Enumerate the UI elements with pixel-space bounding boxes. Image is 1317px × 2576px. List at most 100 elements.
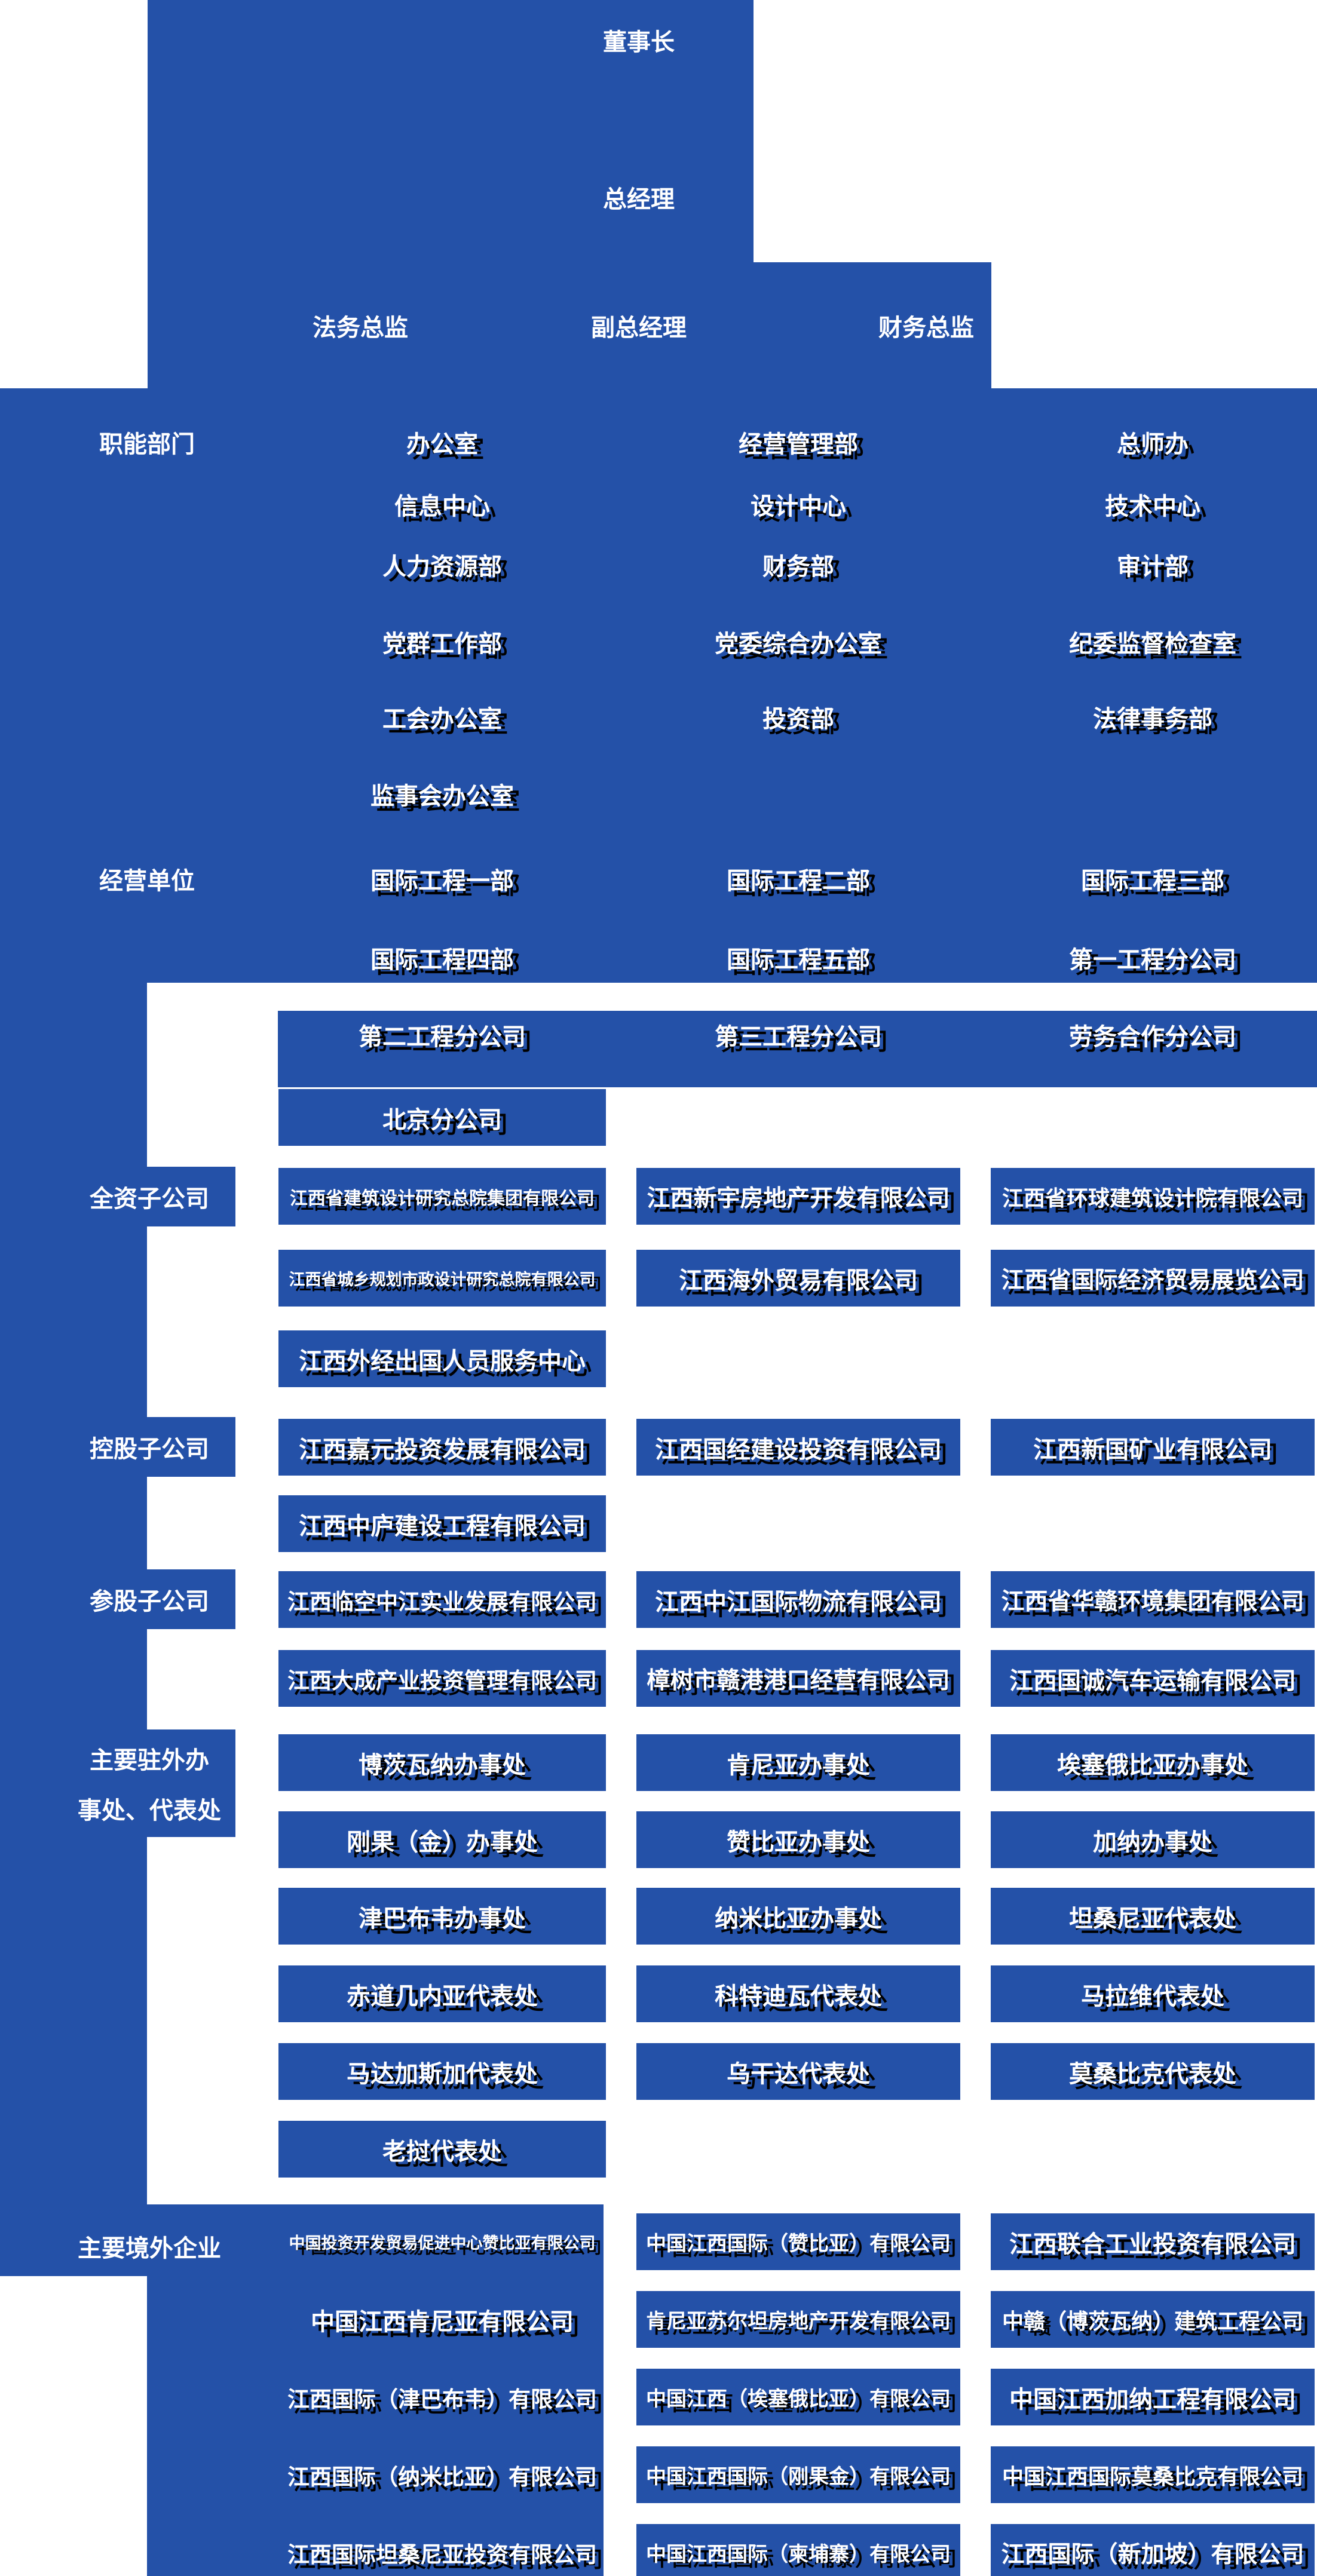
org-box (991, 2446, 1315, 2503)
org-box-label: 法律事务部 (1093, 706, 1212, 732)
org-box-label: 中国江西肯尼亚有限公司 (311, 2308, 574, 2335)
org-box-label: 国际工程三部 (1081, 868, 1224, 894)
org-box (991, 1734, 1315, 1791)
org-box (278, 1419, 606, 1476)
org-box-label: 中国江西（埃塞俄比亚）有限公司 (646, 2388, 951, 2411)
org-box-label: 莫桑比克代表处 (1069, 2060, 1236, 2087)
org-box (991, 2369, 1315, 2425)
org-box-label: 第二工程分公司 (359, 1024, 526, 1050)
section-label-business-units: 经营单位 (0, 825, 296, 933)
org-box (278, 1734, 606, 1791)
org-box-label: 江西临空中江实业发展有限公司 (287, 1589, 597, 1614)
org-box-label: 第一工程分公司 (1069, 947, 1236, 973)
section-label-line: 职能部门 (99, 431, 195, 458)
section-label-line: 主要境外企业 (78, 2235, 221, 2262)
section-label-block (0, 1569, 235, 1629)
org-box-label: 肯尼亚办事处 (727, 1752, 870, 1778)
org-box (991, 2043, 1315, 2100)
org-box (636, 1571, 960, 1628)
org-box-label: 刚果（金）办事处 (347, 1829, 538, 1856)
org-box-label: 江西国际（津巴布韦）有限公司 (287, 2387, 597, 2412)
org-box-label: 埃塞俄比亚办事处 (1057, 1752, 1248, 1778)
org-box (636, 1965, 960, 2022)
org-box (636, 2524, 960, 2576)
org-box-label: 审计部 (1117, 554, 1189, 580)
org-box (991, 2291, 1315, 2348)
org-box-label: 江西省城乡规划市政设计研究总院有限公司 (289, 1271, 596, 1289)
org-box-label: 坦桑尼亚代表处 (1069, 1905, 1236, 1932)
org-box-label: 纳米比亚办事处 (715, 1905, 882, 1932)
section-label-functional-departments: 职能部门 (0, 388, 296, 496)
org-box (991, 1419, 1315, 1476)
org-box-label: 国际工程一部 (370, 868, 514, 894)
section-label-overseas-offices: 主要驻外办事处、代表处 (0, 1729, 299, 1837)
org-box-label: 国际工程二部 (727, 868, 870, 894)
finance-director-label: 财务总监 (878, 315, 974, 341)
section-label-block (0, 2216, 235, 2276)
org-box (278, 1650, 606, 1707)
org-box (636, 1419, 960, 1476)
org-box (636, 1168, 960, 1225)
org-box (991, 1650, 1315, 1707)
org-box (278, 1571, 606, 1628)
org-box-label: 信息中心 (394, 493, 490, 520)
functional-band (0, 388, 1317, 983)
org-box-label: 设计中心 (751, 493, 846, 520)
org-box-label: 江西联合工业投资有限公司 (1009, 2231, 1296, 2258)
org-box (636, 1734, 960, 1791)
section-label-line: 经营单位 (99, 868, 195, 894)
org-box (636, 1811, 960, 1868)
org-box-label: 纪委监督检查室 (1069, 631, 1236, 657)
org-box-label: 江西国经建设投资有限公司 (655, 1436, 942, 1463)
org-box-label: 国际工程四部 (370, 947, 514, 973)
org-box-label: 江西国际（纳米比亚）有限公司 (287, 2464, 597, 2489)
org-box (991, 2524, 1315, 2576)
org-box (278, 1168, 606, 1225)
org-box-label: 中国江西加纳工程有限公司 (1009, 2386, 1296, 2413)
org-box (278, 1250, 606, 1307)
org-box-label: 财务部 (762, 554, 834, 580)
org-box-label: 江西省国际经济贸易展览公司 (1001, 1267, 1304, 1293)
org-box-label: 江西国际坦桑尼亚投资有限公司 (287, 2542, 597, 2567)
org-box (278, 2121, 606, 2178)
org-box-label: 技术中心 (1105, 493, 1200, 520)
org-box-label: 乌干达代表处 (727, 2060, 870, 2087)
general-manager-label: 总经理 (603, 186, 675, 213)
section-label-line: 全资子公司 (90, 1186, 209, 1212)
section-label-block (0, 1167, 235, 1226)
org-box-label: 中国江西国际（赞比亚）有限公司 (646, 2232, 951, 2255)
org-box-label: 国际工程五部 (727, 947, 870, 973)
org-box-label: 江西中江国际物流有限公司 (655, 1588, 942, 1615)
org-box (636, 1888, 960, 1945)
section-label-block (0, 1729, 235, 1837)
org-box-label: 马达加斯加代表处 (347, 2060, 538, 2087)
org-box (278, 1330, 606, 1387)
org-box (278, 1089, 606, 1146)
org-box (278, 1888, 606, 1945)
branch-row-band (278, 1011, 1317, 1087)
org-box-label: 总师办 (1117, 431, 1189, 458)
org-box-label: 江西省环球建筑设计院有限公司 (1001, 1185, 1303, 1210)
org-box (278, 1965, 606, 2022)
org-box-label: 江西省华赣环境集团有限公司 (1001, 1588, 1304, 1615)
finance-block (754, 262, 991, 388)
section-label-overseas-enterprises: 主要境外企业 (0, 2192, 299, 2300)
org-box-label: 老挝代表处 (382, 2138, 502, 2165)
org-box (636, 1650, 960, 1707)
org-box-label: 樟树市赣港港口经营有限公司 (647, 1667, 950, 1694)
org-box (278, 2043, 606, 2100)
org-box-label: 党委综合办公室 (715, 631, 882, 657)
org-box-label: 江西国诚汽车运输有限公司 (1009, 1667, 1296, 1694)
org-box (636, 2369, 960, 2425)
org-box-label: 中国江西国际（柬埔寨）有限公司 (646, 2543, 951, 2566)
section-label-line: 参股子公司 (90, 1588, 209, 1615)
org-box (636, 1250, 960, 1307)
org-box (991, 1965, 1315, 2022)
org-box-label: 中国江西国际莫桑比克有限公司 (1001, 2464, 1303, 2489)
org-box-label: 监事会办公室 (370, 783, 514, 809)
section-label-holding-subsidiaries: 控股子公司 (0, 1393, 299, 1501)
chairman-label: 董事长 (603, 29, 675, 56)
org-box-label: 津巴布韦办事处 (359, 1905, 526, 1932)
org-box-label: 中国江西国际（刚果金）有限公司 (646, 2465, 951, 2488)
section-label-wholly-owned-subsidiaries: 全资子公司 (0, 1143, 299, 1250)
